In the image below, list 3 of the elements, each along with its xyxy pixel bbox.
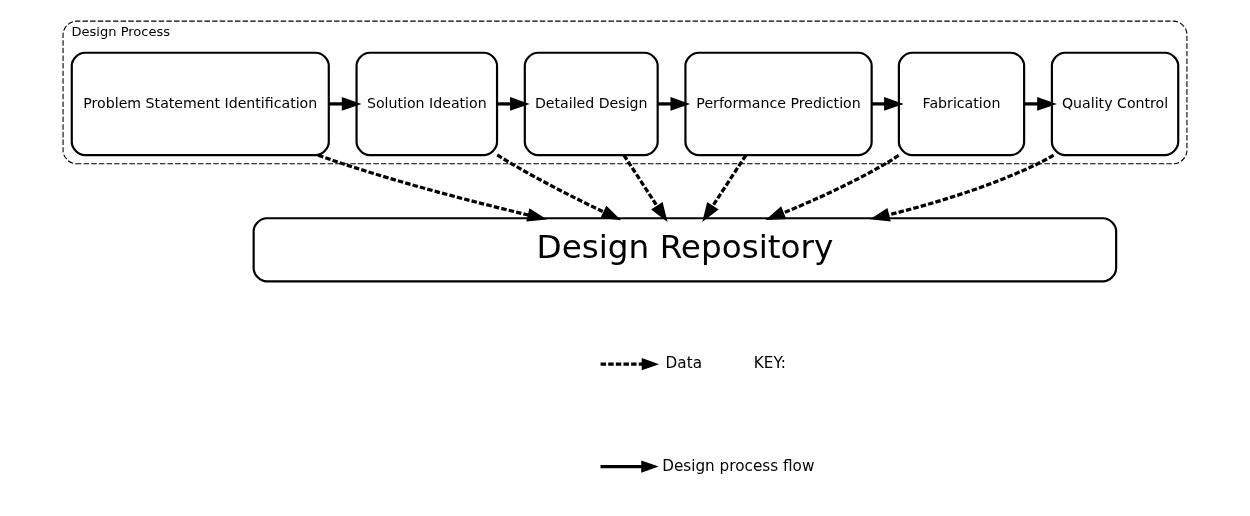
legend-label: Design process flow <box>662 456 815 475</box>
legend-label: Data <box>665 354 702 373</box>
label: KEY: <box>753 354 786 373</box>
